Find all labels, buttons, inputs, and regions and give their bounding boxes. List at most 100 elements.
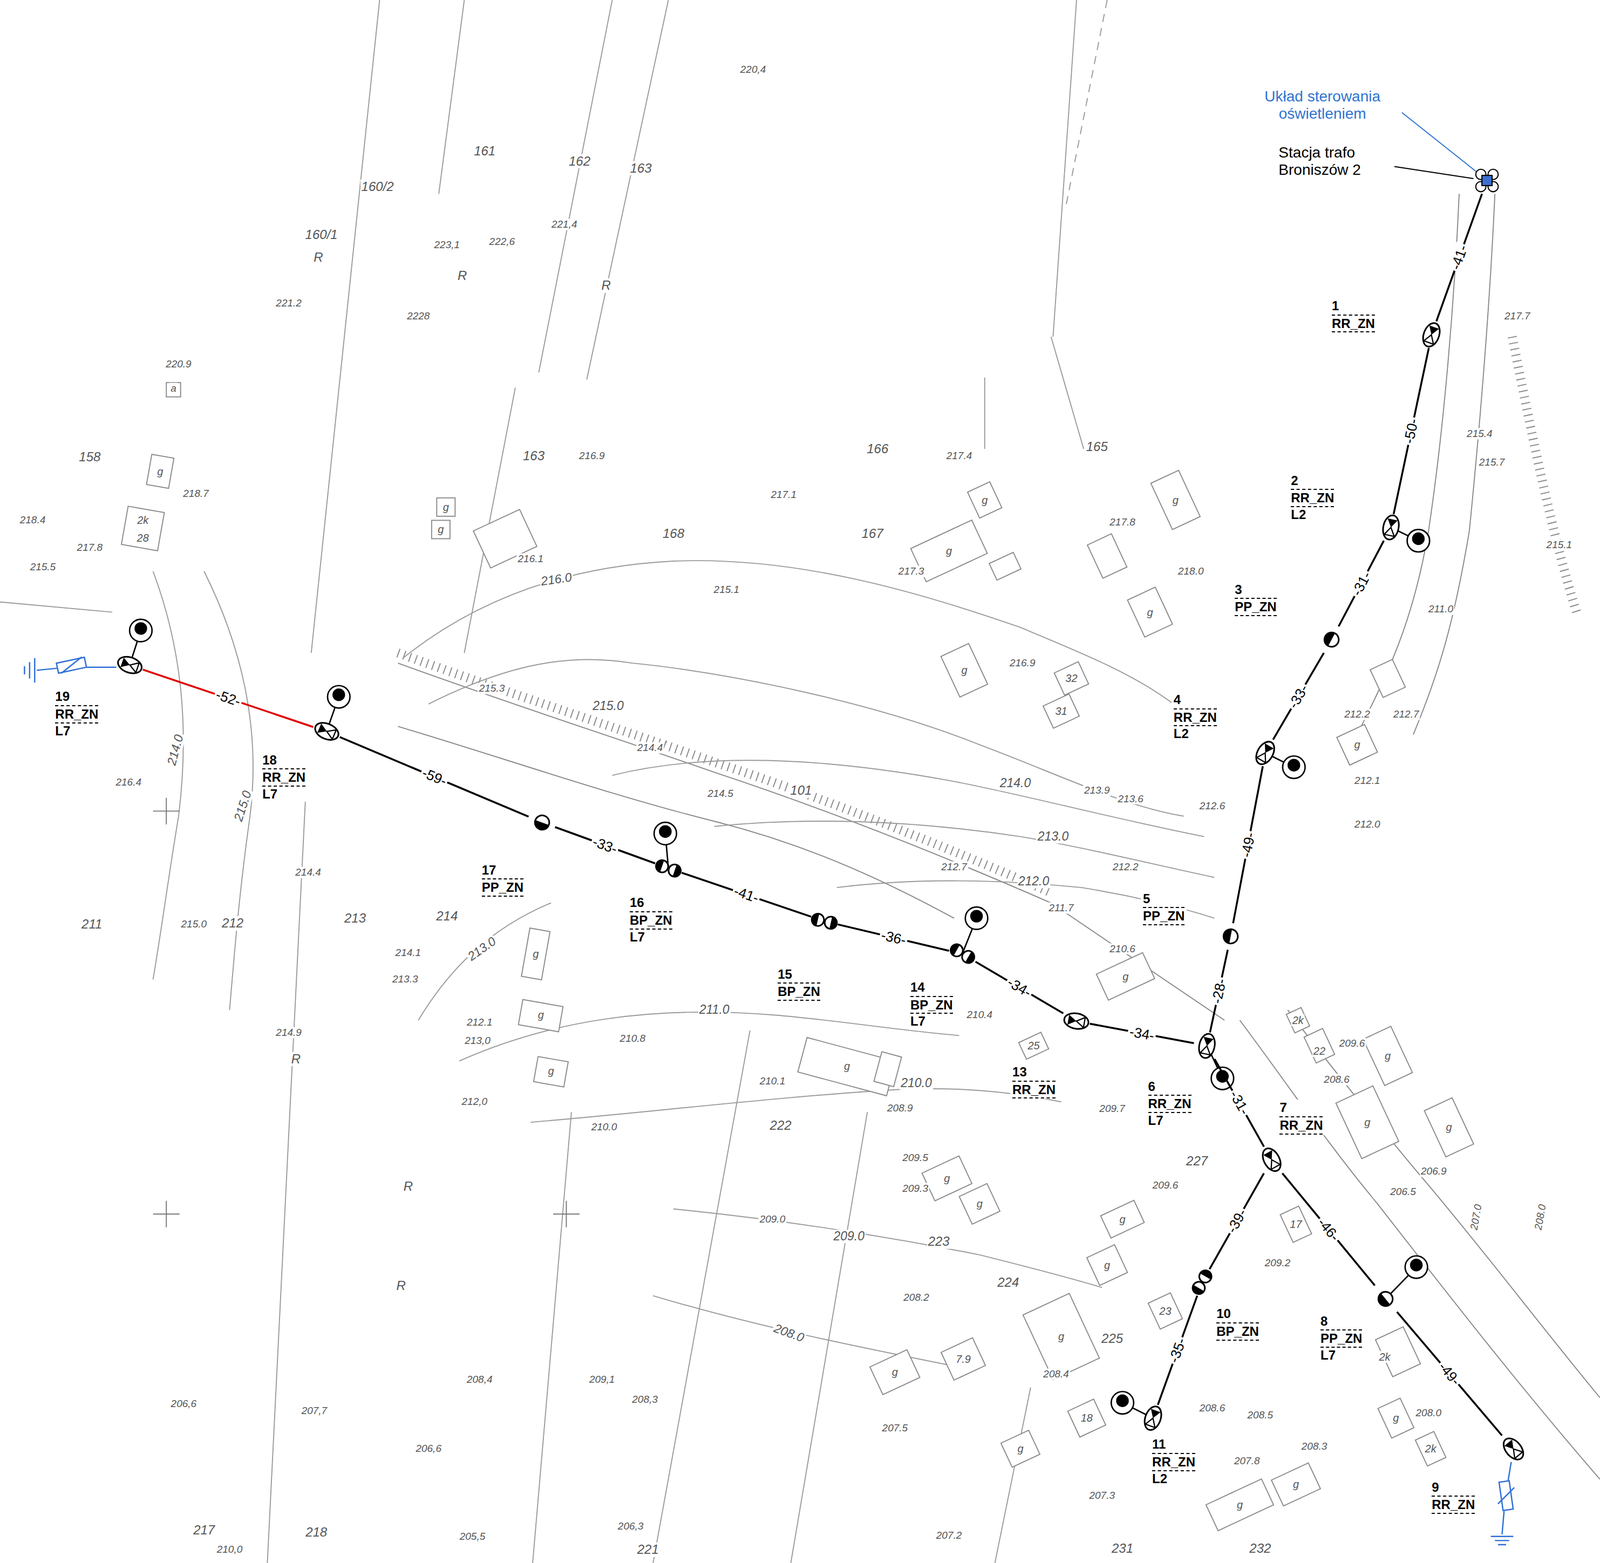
elevation-label: 206,6 [169, 1398, 199, 1410]
symbol-group [810, 912, 839, 931]
pole-number: 6 [1148, 1079, 1192, 1095]
ground-symbol [24, 658, 35, 683]
pole-outline [1258, 1145, 1285, 1175]
circuit-code: L7 [1148, 1113, 1192, 1129]
pole-fill [1384, 526, 1397, 537]
pole-outline [810, 912, 826, 928]
pole-symbol [313, 718, 340, 745]
cable-length: -31- [1347, 567, 1375, 601]
pole-symbol [1188, 1269, 1216, 1296]
building-code: g [441, 501, 451, 514]
elevation-label: 216.1 [516, 553, 546, 565]
lighting-pole: 5PP_ZN [1217, 923, 1244, 950]
lighting-pole: 4RR_ZNL2 [1251, 739, 1279, 767]
elevation-label: 213,0 [463, 1035, 492, 1047]
building [431, 520, 451, 539]
parcel-number: 224 [996, 1275, 1020, 1290]
building [146, 454, 174, 489]
elevation-label: 208.0 [1414, 1407, 1443, 1420]
pole-type: BP_ZN [1216, 1322, 1259, 1341]
pole-outline [1499, 1434, 1528, 1464]
parcel-number: 167 [860, 526, 885, 541]
elevation-label: 206.9 [1419, 1165, 1448, 1177]
symbol-group [1420, 320, 1443, 349]
building [941, 1337, 986, 1381]
building [941, 643, 989, 698]
parcel-number: 212 [220, 916, 245, 931]
lamp-symbol [1282, 756, 1306, 779]
pole-symbol [528, 809, 556, 836]
building [436, 498, 455, 517]
pole-type: RR_ZN [262, 768, 306, 787]
symbol-group [312, 719, 342, 744]
pole-symbol [655, 855, 682, 882]
lighting-pole: 15BP_ZN [811, 908, 838, 935]
elevation-label: 220,4 [739, 63, 768, 76]
lamp-dot [332, 689, 345, 701]
parcel-number: 211 [80, 917, 104, 932]
parcel-number: 214 [434, 909, 459, 924]
earth-resistor [56, 657, 87, 674]
building-code: g [436, 523, 445, 536]
pole-number: 17 [481, 862, 524, 878]
elevation-label: 208.6 [1198, 1402, 1227, 1414]
building [1286, 1007, 1310, 1033]
pole-number: 4 [1173, 692, 1217, 708]
building [1370, 659, 1406, 698]
symbol-group [1375, 1289, 1396, 1310]
elevation-label: 212.1 [465, 1016, 494, 1028]
contour-label: 215.0 [591, 699, 625, 713]
elevation-label: 207.5 [881, 1423, 910, 1435]
pole-symbol [1500, 1435, 1527, 1463]
building-code: g [1363, 1116, 1372, 1129]
elevation-label: 212.2 [1343, 708, 1372, 720]
elevation-label: 217.1 [769, 489, 798, 501]
pole-outline [1196, 1032, 1217, 1060]
cable-line [837, 924, 949, 951]
elevation-label: 2228 [405, 310, 431, 323]
cable-length: -34- [1126, 1023, 1158, 1045]
road-edge [397, 663, 1225, 1021]
pole-fill [1509, 1445, 1523, 1459]
symbol-group [1380, 513, 1401, 541]
lamp-symbol [1405, 1256, 1428, 1279]
pole-fill [672, 864, 683, 878]
pole-number: 14 [910, 979, 953, 996]
pole-symbol [1377, 514, 1405, 541]
elevation-label: 209.6 [1338, 1038, 1367, 1050]
cable-length: -39- [1222, 1205, 1251, 1238]
elevation-label: 207.8 [1233, 1455, 1262, 1467]
symbol-group [1252, 738, 1278, 768]
elevation-label: 214.4 [636, 742, 665, 754]
pole-label: 10BP_ZN [1214, 1305, 1262, 1341]
contour-line [403, 560, 1174, 705]
pole-label: 14BP_ZNL7 [908, 979, 956, 1030]
symbol-group [1196, 1032, 1217, 1060]
building [1375, 1326, 1421, 1378]
parcel-number: R [290, 1052, 302, 1067]
elevation-label: 223,1 [432, 239, 461, 251]
road-edge [1287, 1010, 1600, 1399]
symbol-group [654, 858, 683, 879]
elevation-label: 210.8 [618, 1033, 648, 1045]
pole-fill [948, 942, 960, 956]
building-code: 17 [1288, 1218, 1303, 1231]
contour-line [428, 659, 1184, 816]
lighting-pole: 11RR_ZNL2 [1139, 1405, 1167, 1432]
building [1100, 1200, 1145, 1239]
elevation-label: 209.5 [901, 1152, 930, 1164]
transformer-station: Stacja trafo Broniszów 2 [1473, 167, 1501, 194]
pole-number: 7 [1279, 1100, 1323, 1116]
contour-label: 214.0 [998, 777, 1033, 791]
cable-line [143, 669, 314, 727]
lamp-symbol [654, 822, 677, 846]
pole-outline [532, 813, 551, 832]
pole-outline [1063, 1011, 1091, 1032]
elevation-label: 217.8 [1108, 516, 1137, 529]
elevation-label: 214.5 [706, 788, 735, 800]
building-code: g [980, 494, 989, 507]
luminaires [129, 527, 1430, 1419]
pole-label: 15BP_ZN [775, 966, 823, 1002]
earth-resistor-slash [1498, 1487, 1515, 1504]
elevation-label: 208.6 [1322, 1073, 1351, 1086]
